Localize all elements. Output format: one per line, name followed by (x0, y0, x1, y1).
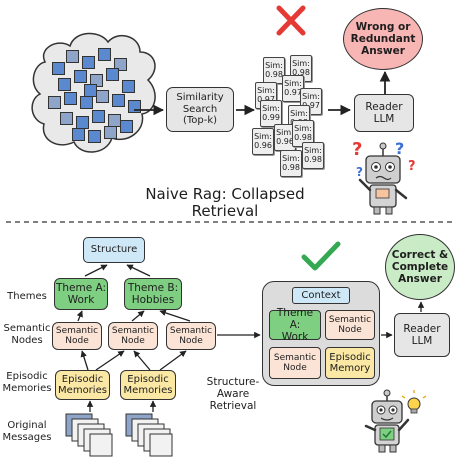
row-label-episodic-memories: Episodic Memories (2, 371, 52, 394)
row-label-themes: Themes (7, 291, 47, 302)
question-mark-icon: ? (395, 139, 405, 158)
context-theme-a: Theme A: Work (269, 307, 321, 343)
theme-a-box: Theme A: Work (54, 278, 108, 310)
episodic-memories-1: Episodic Memories (55, 370, 110, 400)
structure-aware-retrieval-label: Structure- Aware Retrieval (206, 376, 260, 413)
question-mark-icon: ? (356, 165, 363, 179)
chunk-square (104, 126, 117, 139)
chunk-square (84, 84, 97, 97)
sim-card: Sim:0.98 (263, 57, 285, 84)
chunk-square (72, 128, 85, 141)
chunk-square (52, 62, 65, 75)
sim-card-label: Sim: (294, 124, 312, 134)
sim-card: Sim:0.98 (280, 150, 302, 177)
reader-llm-box-structured: Reader LLM (394, 313, 450, 357)
sim-card-score: 0.98 (292, 67, 310, 77)
question-mark-icon: ? (408, 159, 416, 174)
structure-box: Structure (83, 237, 145, 263)
chunk-square (122, 80, 135, 93)
sim-card-score: 0.98 (282, 162, 300, 172)
chunk-square (74, 70, 87, 83)
question-mark-icon: ? (352, 139, 363, 160)
chunk-square (60, 112, 73, 125)
reader-llm-box-naive: Reader LLM (354, 94, 414, 132)
sim-card-score: 0.99 (262, 112, 280, 122)
sim-card: Sim:0.98 (302, 142, 324, 169)
context-title: Context (292, 287, 350, 304)
sim-card-score: 0.98 (304, 154, 322, 164)
sim-card-score: 0.96 (254, 140, 272, 150)
sim-card: Sim:0.99 (260, 100, 282, 127)
theme-b-box: Theme B: Hobbies (124, 278, 182, 310)
sim-card-score: 0.96 (276, 136, 294, 146)
sim-card-score: 0.98 (265, 69, 283, 79)
sim-card-label: Sim: (282, 154, 300, 164)
similarity-search-box: Similarity Search (Top-k) (166, 87, 234, 132)
chunk-square (66, 50, 79, 63)
wrong-answer-bubble: Wrong or Redundant Answer (343, 8, 423, 70)
chunk-square (112, 94, 125, 107)
sim-card-label: Sim: (276, 128, 294, 138)
chunk-square (114, 58, 127, 71)
chunk-square (106, 68, 119, 81)
sim-card-label: Sim: (284, 79, 302, 89)
sim-card-label: Sim: (257, 86, 275, 96)
sim-card-score: 0.97 (257, 94, 275, 104)
row-label-semantic-nodes: Semantic Nodes (3, 323, 51, 346)
chunk-square (98, 48, 111, 61)
sim-card-label: Sim: (265, 61, 283, 71)
chunk-square (120, 120, 133, 133)
naive-rag-caption: Naive Rag: Collapsed Retrieval (145, 185, 305, 221)
chunk-square (48, 96, 61, 109)
sim-card-score: 0.97 (284, 87, 302, 97)
sim-card: Sim:0.96 (252, 128, 274, 155)
sim-card-score: 0.97 (302, 100, 320, 110)
sim-card-score: 0.98 (294, 132, 312, 142)
semantic-node-2: Semantic Node (108, 322, 158, 350)
sim-card-label: Sim: (290, 109, 308, 119)
semantic-node-3: Semantic Node (166, 322, 216, 350)
sim-card-label: Sim: (254, 132, 272, 142)
semantic-node-1: Semantic Node (52, 322, 102, 350)
context-semantic-node-1: Semantic Node (325, 310, 375, 340)
context-semantic-node-2: Semantic Node (269, 347, 321, 379)
correct-answer-bubble: Correct & Complete Answer (385, 234, 455, 300)
chunk-square (88, 130, 101, 143)
chunk-square (92, 110, 105, 123)
chunk-square (58, 78, 71, 91)
context-episodic-memory: Episodic Memory (325, 347, 375, 379)
sim-card-label: Sim: (302, 92, 320, 102)
sim-card-label: Sim: (304, 146, 322, 156)
sim-card-label: Sim: (262, 104, 280, 114)
chunk-square (82, 56, 95, 69)
sim-card-label: Sim: (292, 59, 310, 69)
chunk-square (64, 92, 77, 105)
episodic-memories-2: Episodic Memories (120, 370, 176, 400)
row-label-original-messages: Original Messages (2, 420, 52, 443)
